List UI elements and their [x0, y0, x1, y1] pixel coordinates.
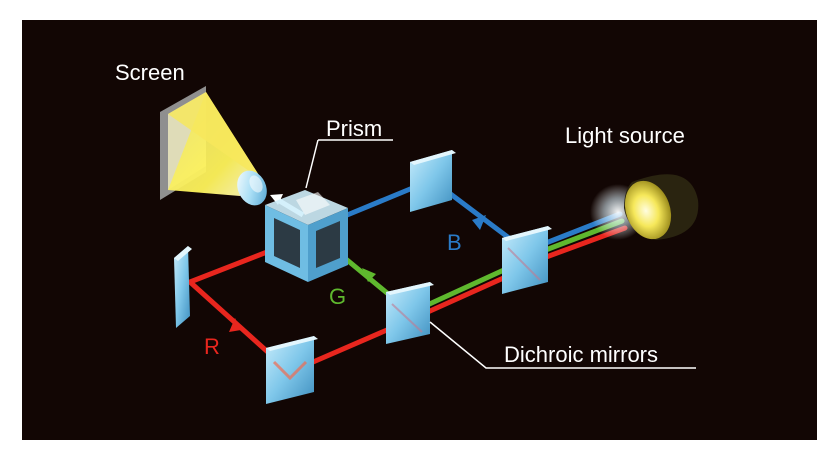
output-arrow-head	[270, 194, 283, 205]
prism-leader-drop	[305, 139, 319, 189]
prism-left-inner	[274, 218, 300, 268]
dichroic-leader-line	[429, 321, 696, 369]
mirror-left	[174, 246, 192, 328]
mirror-bottom	[266, 336, 318, 404]
projection-lens	[237, 170, 267, 206]
dichroic-mirrors-label: Dichroic mirrors	[504, 342, 658, 367]
screen	[160, 86, 262, 200]
red-direction-arrow	[229, 318, 241, 332]
dichroic-mirror-1	[502, 226, 552, 294]
light-source	[590, 174, 699, 240]
prism	[265, 190, 348, 282]
lamp-bulb	[624, 180, 672, 240]
blue-label: B	[447, 230, 462, 255]
green-label: G	[329, 284, 346, 309]
prism-center-highlight	[296, 192, 330, 215]
blue-direction-arrow	[472, 215, 486, 230]
red-beam	[187, 242, 413, 375]
dichroic-mirror-2	[386, 282, 434, 344]
light-source-label: Light source	[565, 123, 685, 148]
projection-cone-top	[168, 92, 262, 180]
prism-right-inner	[316, 221, 340, 268]
prism-label: Prism	[326, 116, 382, 141]
screen-label: Screen	[115, 60, 185, 85]
mirror-top	[410, 150, 456, 212]
green-direction-arrow	[362, 268, 376, 282]
red-label: R	[204, 334, 220, 359]
